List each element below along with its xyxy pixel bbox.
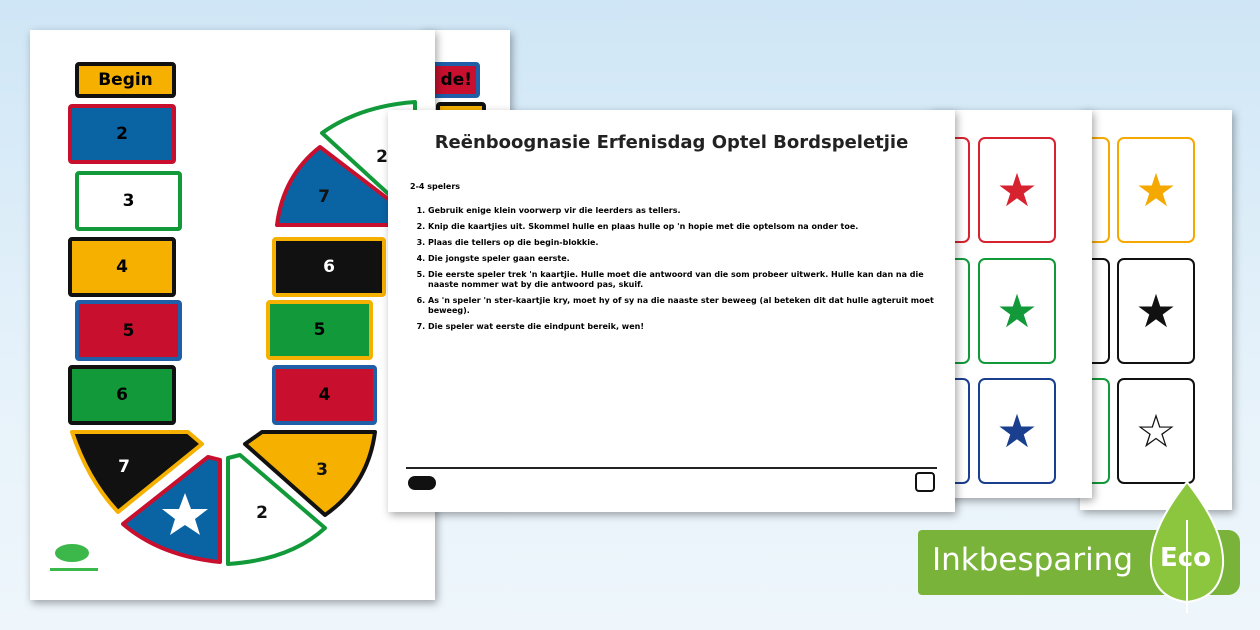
star-icon: ★ <box>996 163 1038 217</box>
tile: 4 <box>272 365 377 425</box>
tile-label: 2 <box>376 147 388 167</box>
instructions-sheet: Reënboognasie Erfenisdag Optel Bordspele… <box>388 110 955 512</box>
tile-label: 4 <box>116 257 128 277</box>
tile-label: 7 <box>318 187 330 207</box>
tile <box>226 453 327 566</box>
card-blue-star: ★ <box>978 378 1056 484</box>
instructions-list: Gebruik enige klein voorwerp vir die lee… <box>418 206 938 338</box>
tile <box>243 430 377 517</box>
tile-label: 7 <box>118 457 130 477</box>
star-icon: ★ <box>996 284 1038 338</box>
tile: 5 <box>266 300 373 360</box>
tile: 6 <box>68 365 176 425</box>
card-outline-star: ☆ <box>1117 378 1195 484</box>
card-green-star: ★ <box>978 258 1056 364</box>
step: As 'n speler 'n ster-kaartjie kry, moet … <box>428 296 938 316</box>
footer-text <box>50 568 98 571</box>
step: Knip die kaartjies uit. Skommel hulle en… <box>428 222 938 232</box>
step: Die speler wat eerste die eindpunt berei… <box>428 322 938 332</box>
players-count: 2-4 spelers <box>410 182 461 191</box>
footer-divider <box>406 467 937 469</box>
start-label: Begin <box>98 70 153 90</box>
star-icon: ★ <box>1135 163 1177 217</box>
tile-label: 3 <box>122 191 135 211</box>
tile-label: 5 <box>313 320 326 340</box>
card-orange-star: ★ <box>1117 137 1195 243</box>
card-red-star: ★ <box>978 137 1056 243</box>
tile: 4 <box>68 237 176 297</box>
step: Gebruik enige klein voorwerp vir die lee… <box>428 206 938 216</box>
twinkl-logo <box>55 544 89 562</box>
tile-label: 5 <box>122 320 135 341</box>
badge-icon <box>915 472 935 492</box>
step: Die jongste speler gaan eerste. <box>428 254 938 264</box>
star-icon: ★ <box>996 404 1038 458</box>
star-outline-icon: ☆ <box>1135 404 1177 458</box>
tile <box>70 430 204 514</box>
tile: 6 <box>272 237 386 297</box>
instructions-title: Reënboognasie Erfenisdag Optel Bordspele… <box>434 132 909 153</box>
tile-label: 6 <box>116 385 128 405</box>
tile: 3 <box>75 171 182 231</box>
tile-label: 2 <box>256 503 268 523</box>
tile-label: 2 <box>116 124 128 144</box>
board-curve: 7 2 3 7 2 <box>50 100 417 571</box>
tile <box>275 145 394 227</box>
tile-label: 4 <box>318 385 331 405</box>
tile-label: 3 <box>316 460 328 480</box>
end-label: de! <box>440 70 472 90</box>
start-tile: Begin <box>75 62 176 98</box>
eco-badge: Eco <box>1160 543 1212 573</box>
end-tile: de! <box>428 62 480 98</box>
star-icon: ★ <box>1135 284 1177 338</box>
tile: 5 <box>75 300 182 361</box>
twinkl-logo <box>408 476 436 490</box>
star-icon <box>162 493 208 535</box>
step: Plaas die tellers op die begin-blokkie. <box>428 238 938 248</box>
tile: 2 <box>68 104 176 164</box>
step: Die eerste speler trek 'n kaartjie. Hull… <box>428 270 938 290</box>
card-black-star: ★ <box>1117 258 1195 364</box>
eco-banner-label: Inkbesparing <box>932 542 1134 578</box>
leaf-icon <box>1149 480 1225 613</box>
tile-label: 6 <box>323 257 335 277</box>
